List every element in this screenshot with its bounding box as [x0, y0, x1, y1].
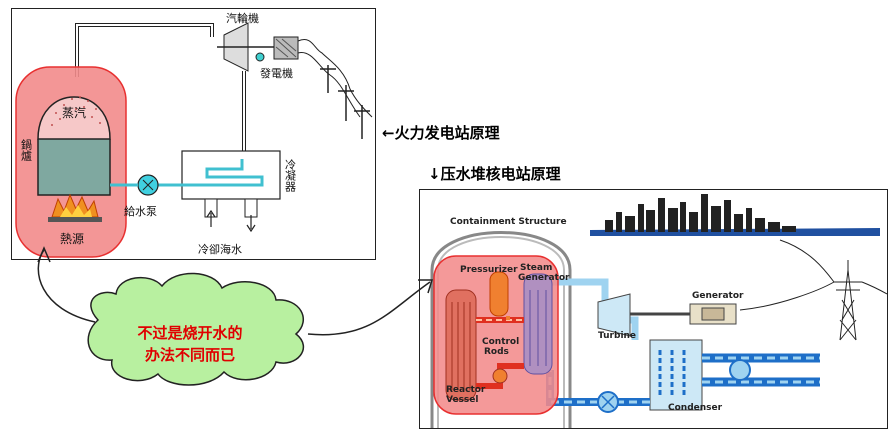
steam-dots [51, 96, 101, 126]
containment-inner [437, 236, 565, 428]
label-reactor-vessel-2: Vessel [446, 395, 478, 405]
primary-pump-icon [492, 368, 508, 384]
label-pressurizer: Pressurizer [460, 265, 518, 275]
steam-pipe-inner [76, 24, 213, 77]
label-pwr-condenser: Condenser [668, 403, 723, 413]
boiler-steam-dome [37, 96, 111, 140]
label-reactor-vessel-1: Reactor [446, 385, 486, 395]
callout-line-1: 不过是烧开水的 [137, 324, 242, 342]
cooling-in-arrow [206, 209, 216, 227]
turbine-valve [255, 52, 265, 62]
main-steam-pipe [545, 278, 609, 302]
thermal-caption-text: 火力发电站原理 [394, 124, 500, 142]
pwr-generator-core [701, 307, 725, 321]
condenser-coil [162, 159, 264, 187]
feedwater-pump-blades [601, 395, 615, 409]
reactor-vessel [445, 289, 477, 401]
control-rods [451, 302, 471, 390]
label-containment: Containment Structure [450, 217, 567, 227]
label-feed-pump: 給水泵 [124, 204, 157, 218]
steam-gen-tubes [529, 290, 547, 366]
callout-cloud [87, 272, 305, 386]
label-turbine: 汽輪機 [226, 11, 259, 25]
pwr-turbine [597, 293, 631, 337]
label-steam-gen-1: Steam [520, 263, 552, 273]
boiler-water [37, 139, 111, 196]
callout-line-2: 办法不同而已 [145, 346, 235, 364]
label-steam: 蒸汽 [62, 105, 86, 120]
callout-connector-right [307, 281, 431, 336]
pressurizer [489, 271, 509, 317]
nuclear-caption-arrow: ↓ [428, 165, 441, 183]
cooling-out-arrow [246, 215, 256, 233]
label-control-rods-2: Rods [484, 347, 509, 357]
thermal-plant-diagram: 汽輪機 發電機 蒸汽 熱源 給水泵 冷卻海水 鍋爐 冷凝器 [11, 8, 376, 260]
label-condenser: 冷凝器 [284, 159, 297, 193]
cooling-outlet [244, 198, 258, 218]
nuclear-caption-text: 压水堆核电站原理 [440, 165, 561, 183]
label-cooling-water: 冷卻海水 [198, 242, 242, 256]
label-control-rods-1: Control [482, 337, 519, 347]
burner [48, 217, 102, 222]
pwr-condenser [649, 339, 703, 411]
transmission-tower [739, 239, 888, 341]
containment-dome [430, 231, 572, 428]
cooling-pump-icon [729, 359, 751, 381]
nuclear-plant-diagram: Containment Structure Pressurizer Steam … [419, 189, 888, 429]
transmission-line-2 [297, 52, 361, 118]
power-poles [320, 65, 370, 139]
nuclear-caption: ↓压水堆核电站原理 [428, 163, 561, 184]
generator-hatch [275, 38, 297, 58]
transmission-line [297, 39, 373, 118]
label-pwr-turbine: Turbine [598, 331, 636, 341]
thermal-condenser [181, 150, 281, 200]
label-generator: 發電機 [260, 66, 293, 80]
thermal-caption: ←火力发电站原理 [382, 122, 500, 143]
label-pwr-generator: Generator [692, 291, 744, 301]
city-skyline [605, 194, 796, 232]
thermal-caption-arrow: ← [382, 124, 395, 142]
nuclear-plant-svg: Containment Structure Pressurizer Steam … [430, 194, 888, 428]
flame-core [60, 205, 92, 217]
label-boiler: 鍋爐 [20, 138, 33, 162]
thermal-plant-svg: 汽輪機 發電機 蒸汽 熱源 給水泵 冷卻海水 鍋爐 冷凝器 [15, 11, 373, 258]
label-heat-source: 熱源 [60, 232, 84, 246]
label-steam-gen-2: Generator [518, 273, 570, 283]
pump-blades [142, 179, 154, 191]
